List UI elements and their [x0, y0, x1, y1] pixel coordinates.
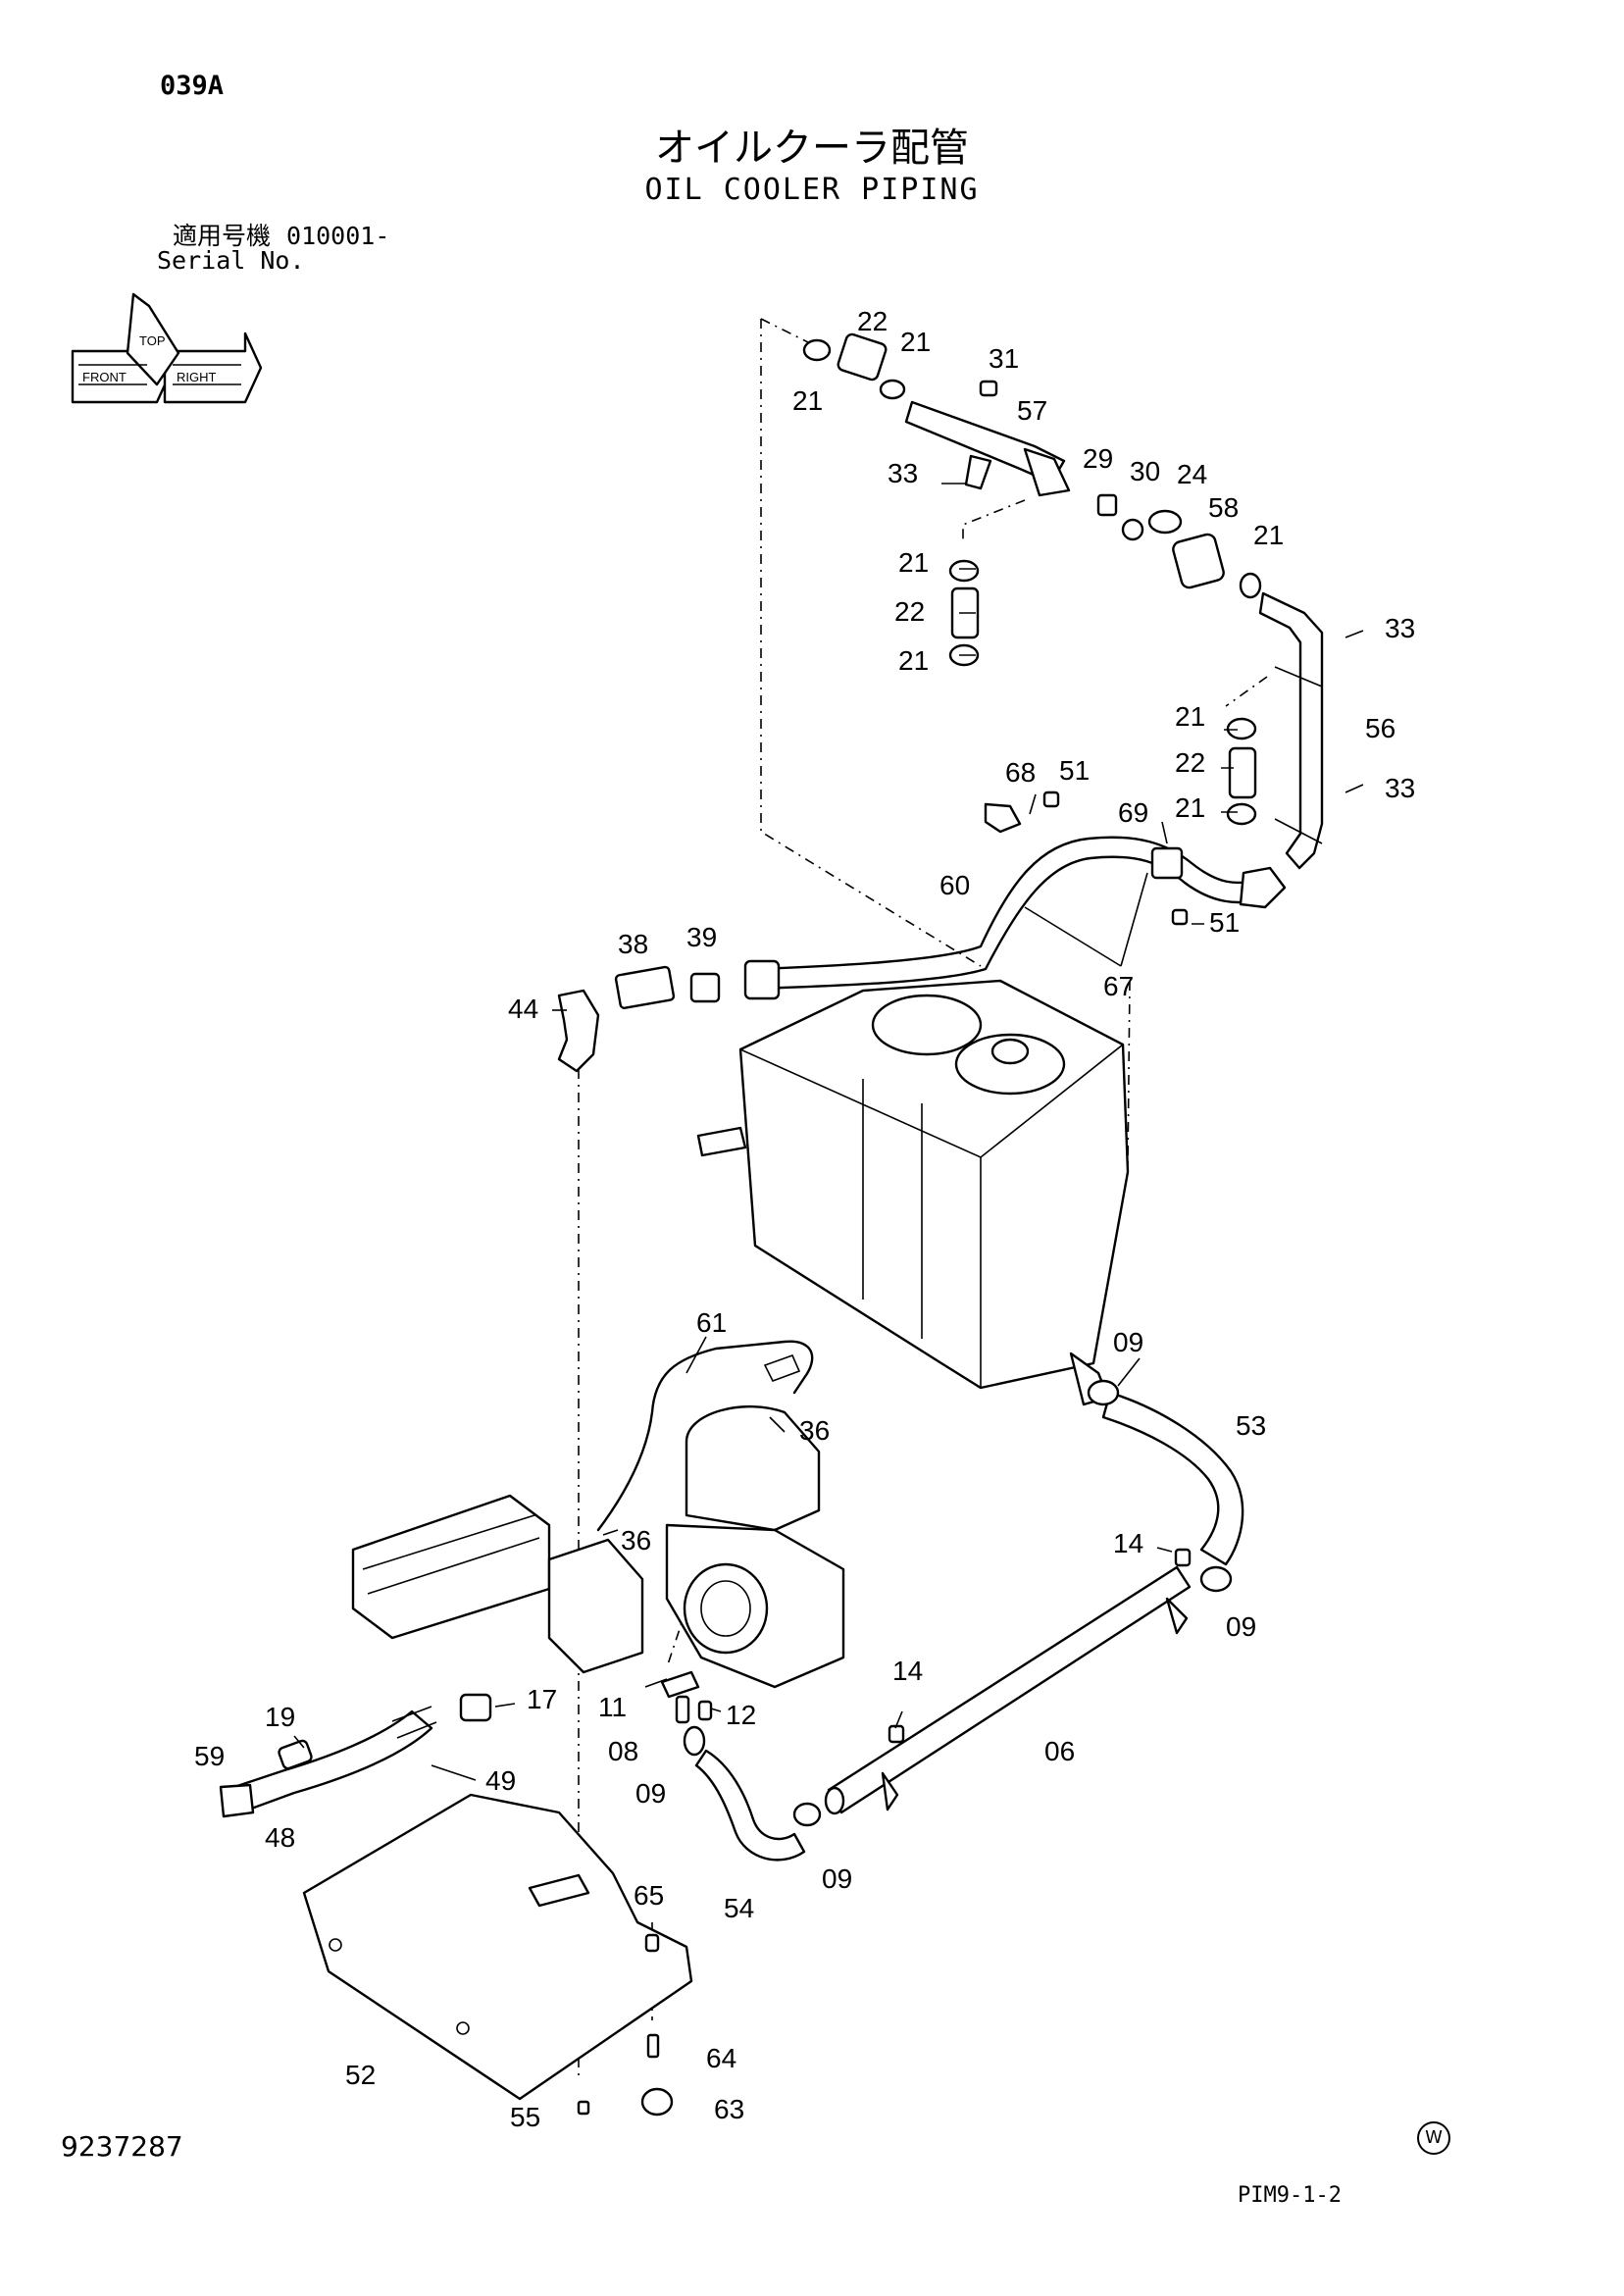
callout-09: 09: [1113, 1327, 1143, 1357]
callout-14: 14: [1113, 1528, 1143, 1558]
drain-parts: [577, 1933, 674, 2117]
callout-08: 08: [608, 1736, 638, 1766]
serial-label-en: Serial No.: [157, 246, 305, 275]
callout-09: 09: [1226, 1611, 1256, 1642]
figure-code: PIM9-1-2: [1238, 2183, 1342, 2208]
hose-60: [743, 791, 1287, 1000]
orientation-right-label: RIGHT: [177, 370, 217, 384]
valve-pump-assembly: [351, 1404, 845, 1689]
callout-19: 19: [265, 1702, 295, 1732]
callout-56: 56: [1365, 713, 1396, 743]
callout-61: 61: [696, 1307, 727, 1338]
title-english: OIL COOLER PIPING: [644, 173, 980, 207]
pipe-56: [1226, 591, 1324, 870]
serial-label-jp: 適用号機 010001-: [173, 217, 389, 252]
callout-21: 21: [792, 385, 823, 416]
callout-58: 58: [1208, 492, 1239, 523]
serial-value: 010001-: [286, 222, 390, 250]
top-hose-assembly: [802, 332, 1262, 667]
callout-49: 49: [485, 1765, 516, 1796]
callouts: 21 22 21 31 57 33 29 30 24 58 21 21 22 2…: [194, 306, 1415, 2132]
callout-44: 44: [508, 994, 538, 1024]
callout-17: 17: [527, 1684, 557, 1714]
orientation-symbol: FRONT RIGHT TOP: [71, 292, 263, 404]
callout-22: 22: [1175, 747, 1205, 778]
callout-55: 55: [510, 2102, 540, 2132]
callout-06: 06: [1044, 1736, 1075, 1766]
callout-64: 64: [706, 2043, 736, 2073]
hose-53: [1087, 1379, 1244, 1593]
callout-22: 22: [857, 306, 888, 336]
callout-57: 57: [1017, 395, 1047, 426]
document-number: 9237287: [61, 2130, 183, 2163]
serial-label-jp-text: 適用号機: [173, 222, 272, 250]
callout-30: 30: [1130, 456, 1160, 486]
callout-21: 21: [900, 327, 931, 357]
hose-61: [596, 1340, 814, 1532]
callout-09: 09: [635, 1778, 666, 1809]
orientation-front-label: FRONT: [82, 370, 127, 384]
callout-67: 67: [1103, 971, 1134, 1001]
callout-31: 31: [989, 343, 1019, 374]
callout-52: 52: [345, 2060, 376, 2090]
callout-36: 36: [621, 1525, 651, 1556]
callout-33: 33: [888, 458, 918, 488]
callout-69: 69: [1118, 797, 1148, 828]
callout-39: 39: [686, 922, 717, 952]
callout-63: 63: [714, 2094, 744, 2124]
callout-48: 48: [265, 1822, 295, 1853]
callout-14: 14: [892, 1656, 923, 1686]
callout-60: 60: [939, 870, 970, 900]
callout-38: 38: [618, 929, 648, 959]
hose-54: [683, 1725, 822, 1862]
callout-51: 51: [1209, 907, 1240, 938]
callout-11: 11: [598, 1692, 627, 1722]
callout-53: 53: [1236, 1410, 1266, 1441]
cover-plate-52: [302, 1793, 693, 2101]
callout-22: 22: [894, 596, 925, 627]
callout-33: 33: [1385, 773, 1415, 803]
callout-33: 33: [1385, 613, 1415, 643]
callout-36: 36: [799, 1415, 830, 1446]
callout-09: 09: [822, 1863, 852, 1894]
callout-21: 21: [1175, 792, 1205, 823]
fittings-38-39-44: [557, 965, 721, 1073]
callout-59: 59: [194, 1741, 225, 1771]
hydraulic-tank: [696, 979, 1130, 1406]
pipe-48: [219, 1670, 713, 1818]
callout-21: 21: [898, 645, 929, 676]
callout-54: 54: [724, 1893, 754, 1923]
callout-12: 12: [726, 1700, 756, 1730]
revision-mark: W: [1417, 2121, 1450, 2155]
callout-21: 21: [1253, 520, 1284, 550]
callout-21: 21: [1175, 701, 1205, 732]
pipe-06: [824, 1548, 1192, 1815]
callout-51: 51: [1059, 755, 1090, 786]
orientation-top-label: TOP: [139, 333, 166, 348]
page-code: 039A: [160, 71, 225, 101]
callout-21: 21: [898, 547, 929, 578]
leader-lines: [293, 483, 1364, 1781]
callout-24: 24: [1177, 459, 1207, 489]
title-japanese: オイルクーラ配管: [655, 126, 969, 171]
callout-68: 68: [1005, 757, 1036, 788]
callout-29: 29: [1083, 443, 1113, 474]
callout-65: 65: [634, 1880, 664, 1911]
